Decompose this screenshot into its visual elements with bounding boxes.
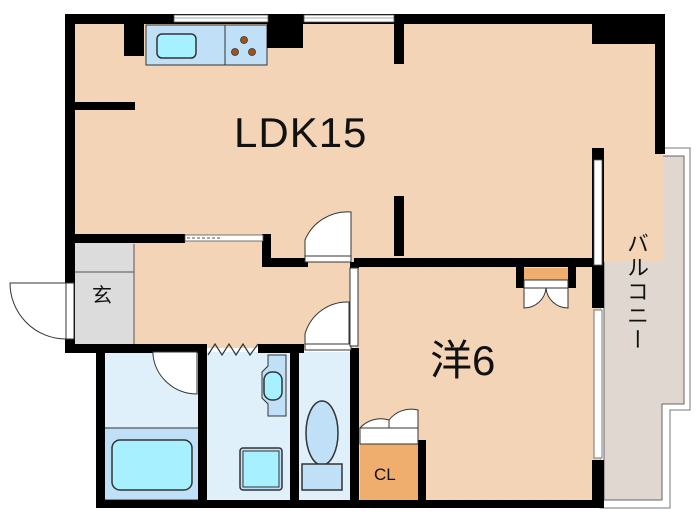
entrance-label: 玄 (92, 283, 112, 307)
small-storage (524, 268, 568, 280)
ldk-room-label: LDK15 (234, 109, 368, 156)
windows (173, 14, 603, 459)
entrance-door-icon (9, 282, 67, 340)
closet-floor (360, 444, 422, 502)
doors (9, 211, 569, 445)
hallway-door-icon (304, 301, 350, 345)
closet-label: CL (374, 465, 396, 484)
kitchen-counter (145, 24, 268, 66)
western-room-label: 洋6 (430, 337, 496, 384)
closet-door-icon (359, 427, 419, 445)
bathroom-door-icon (152, 351, 198, 395)
ldk-door-icon (304, 211, 352, 257)
sink-icon (156, 33, 197, 59)
entrance-floor (72, 240, 134, 348)
stove-burner-icon (248, 48, 256, 56)
stove-burner-icon (231, 48, 239, 56)
balcony-label: バルコニー (623, 232, 648, 352)
bathtub-icon (111, 439, 193, 491)
toilet-icon (305, 400, 339, 466)
folding-door-icon (207, 342, 259, 357)
stove-burner-icon (240, 36, 248, 44)
